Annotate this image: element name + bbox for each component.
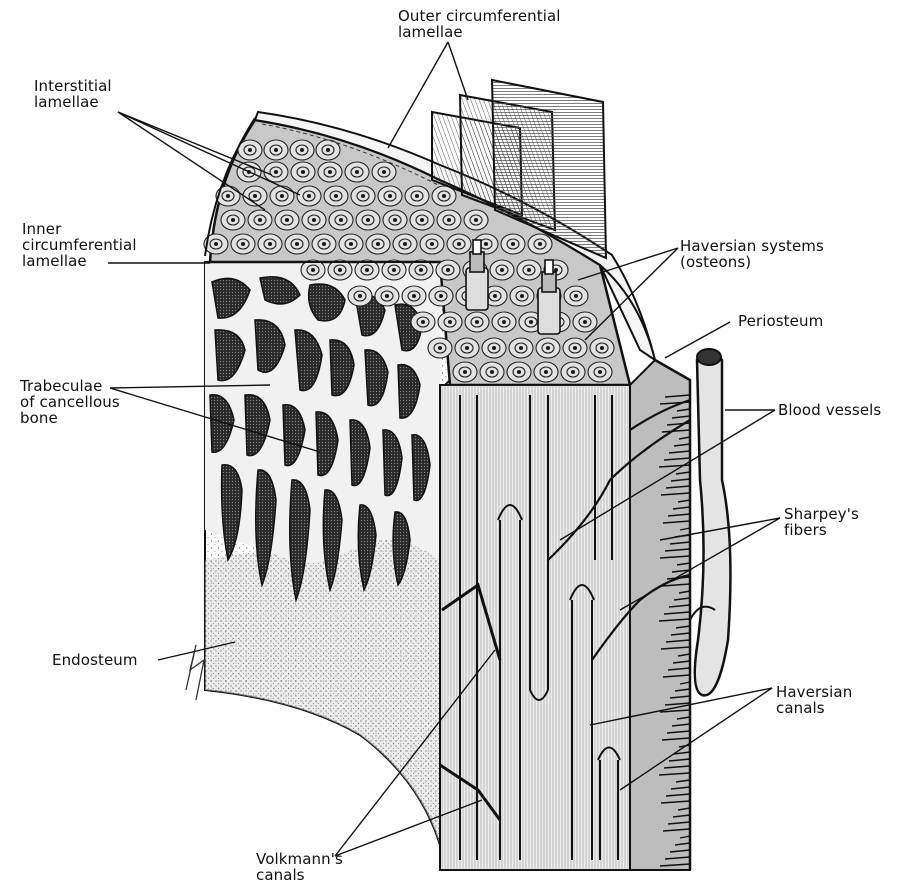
label-sharpeys-fibers: Sharpey's fibers	[784, 506, 859, 538]
periosteum-layer	[630, 360, 690, 870]
label-periosteum: Periosteum	[738, 313, 823, 329]
label-blood-vessels: Blood vessels	[778, 402, 881, 418]
label-inner-circumferential-lamellae: Inner circumferential lamellae	[22, 221, 137, 269]
label-endosteum: Endosteum	[52, 652, 138, 668]
label-outer-circumferential-lamellae: Outer circumferential lamellae	[398, 8, 561, 40]
blood-vessel-tube	[695, 353, 731, 696]
label-trabeculae: Trabeculae of cancellous bone	[20, 378, 120, 426]
label-haversian-canals: Haversian canals	[776, 684, 852, 716]
label-haversian-systems: Haversian systems (osteons)	[680, 238, 824, 270]
label-volkmanns-canals: Volkmann's canals	[256, 851, 343, 883]
label-interstitial-lamellae: Interstitial lamellae	[34, 78, 112, 110]
